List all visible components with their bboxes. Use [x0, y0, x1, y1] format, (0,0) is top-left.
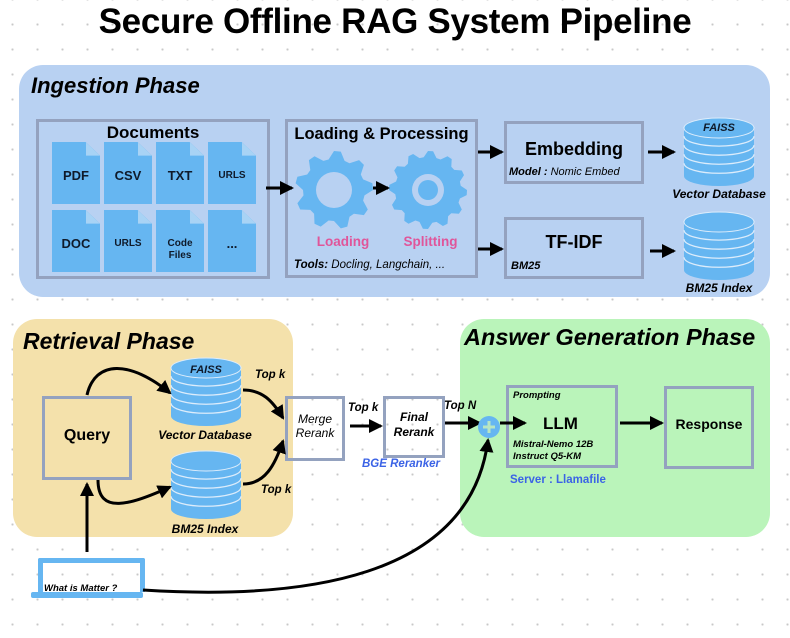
file-type-label: CSV	[114, 168, 142, 183]
tools-line: Tools: Docling, Langchain, ...	[294, 259, 445, 271]
processing-title: Loading & Processing	[294, 125, 469, 143]
response-label: Response	[675, 416, 743, 432]
file-icon: Code Files	[156, 210, 204, 272]
server-label: Server : Llamafile	[510, 474, 606, 486]
documents-title: Documents	[106, 123, 200, 142]
prompting-label: Prompting	[513, 390, 561, 401]
query-box: Query	[42, 396, 132, 480]
tools-label: Tools:	[294, 259, 329, 271]
loading-step-label: Loading	[316, 234, 370, 249]
file-icon: URLS	[104, 210, 152, 272]
file-icon: ...	[208, 210, 256, 272]
tfidf-title: TF-IDF	[545, 232, 603, 252]
bge-reranker-label: BGE Reranker	[362, 458, 440, 470]
final-rerank-box: Final Rerank	[383, 396, 445, 458]
tools-value: Docling, Langchain, ...	[331, 259, 446, 271]
topk-merge-label: Top k	[348, 402, 379, 414]
file-icon: TXT	[156, 142, 204, 204]
llm-label: LLM	[543, 414, 578, 433]
ingest-vector-db-caption: Vector Database	[672, 187, 766, 201]
file-icon: PDF	[52, 142, 100, 204]
merge-rerank-label: Merge Rerank	[295, 412, 335, 440]
retrieval-phase-title: Retrieval Phase	[23, 328, 195, 354]
ingest-bm25-caption: BM25 Index	[685, 281, 753, 295]
file-icon: CSV	[104, 142, 152, 204]
llm-model-line2: Instruct Q5-KM	[513, 451, 582, 462]
file-type-label: PDF	[63, 168, 89, 183]
user-question[interactable]: What is Matter ?	[44, 583, 118, 594]
tfidf-subtitle: BM25	[511, 260, 541, 272]
file-type-label: TXT	[167, 168, 193, 183]
splitting-step-label: Splitting	[403, 234, 458, 249]
topn-label: Top N	[444, 400, 477, 412]
laptop-icon	[38, 558, 145, 592]
embedding-model-label: Model :	[509, 166, 548, 178]
embedding-title: Embedding	[525, 139, 623, 159]
diagram-title: Secure Offline RAG System Pipeline	[98, 2, 692, 41]
topk-bm25-label: Top k	[261, 484, 292, 496]
file-type-label: ...	[226, 236, 238, 251]
file-icon: DOC	[52, 210, 100, 272]
file-type-label: Code Files	[167, 238, 193, 261]
file-type-label: URLS	[114, 238, 142, 249]
embedding-model-value: Nomic Embed	[550, 166, 620, 178]
llm-box: Prompting LLM Mistral-Nemo 12B Instruct …	[506, 385, 618, 468]
file-icon: URLS	[208, 142, 256, 204]
loading-processing-box: Loading & Processing Loading Splitting T…	[285, 119, 478, 278]
topk-vector-label: Top k	[255, 369, 286, 381]
retr-bm25-caption: BM25 Index	[171, 522, 239, 536]
query-label: Query	[63, 427, 111, 444]
response-box: Response	[664, 386, 754, 469]
answer-phase-title: Answer Generation Phase	[464, 324, 756, 350]
final-rerank-label: Final Rerank	[393, 410, 435, 439]
embedding-model-line: Model : Nomic Embed	[509, 166, 620, 178]
merge-rerank-box: Merge Rerank	[285, 396, 345, 461]
retr-vector-db-caption: Vector Database	[158, 428, 252, 442]
documents-box: Documents	[36, 119, 270, 279]
laptop-base-icon	[31, 592, 143, 598]
ingestion-phase-title: Ingestion Phase	[31, 73, 200, 98]
tfidf-box: TF-IDF BM25	[504, 217, 644, 279]
llm-model-line1: Mistral-Nemo 12B	[513, 439, 594, 450]
file-type-label: DOC	[61, 236, 91, 251]
file-type-label: URLS	[218, 170, 246, 181]
embedding-box: Embedding Model : Nomic Embed	[504, 121, 644, 184]
